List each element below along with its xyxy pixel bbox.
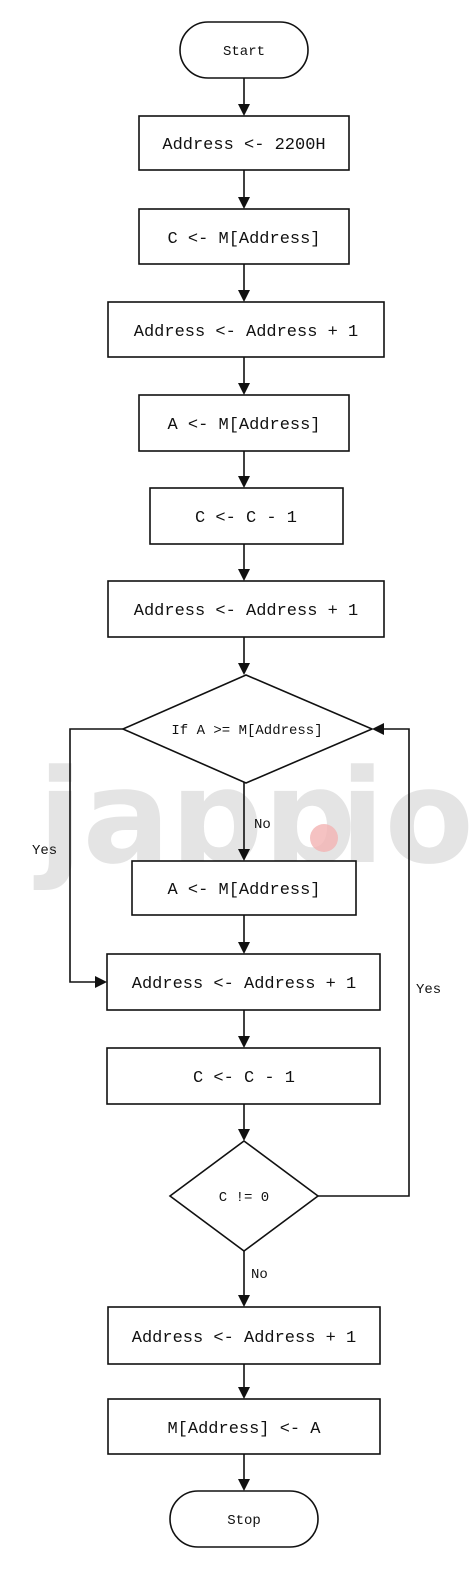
terminal-shape xyxy=(179,21,309,79)
watermark-text-io: io xyxy=(340,741,474,893)
decision-d2: C != 0 xyxy=(168,1140,320,1252)
node-n6-label: Address <- Address + 1 xyxy=(134,602,358,621)
decision-diamond xyxy=(121,674,375,784)
edge-label-d1-yes: Yes xyxy=(32,843,57,859)
arrowhead xyxy=(238,663,250,675)
node-start-label: Start xyxy=(223,44,265,60)
node-n3: Address <- Address + 1 xyxy=(107,301,385,358)
decision-d2-label: C != 0 xyxy=(219,1190,269,1206)
process-box xyxy=(138,115,350,171)
arrowhead xyxy=(238,1129,250,1141)
arrowhead xyxy=(372,723,384,735)
process-box xyxy=(131,860,357,916)
node-stop: Stop xyxy=(169,1490,319,1548)
arrowhead xyxy=(238,1479,250,1491)
arrowhead xyxy=(238,1387,250,1399)
node-stop-label: Stop xyxy=(227,1513,261,1529)
node-n6: Address <- Address + 1 xyxy=(107,580,385,638)
edge-label-d2-yes: Yes xyxy=(416,982,441,998)
process-box xyxy=(138,394,350,452)
node-n2: C <- M[Address] xyxy=(138,208,350,265)
process-box xyxy=(107,301,385,358)
node-n9: C <- C - 1 xyxy=(106,1047,381,1105)
node-n4: A <- M[Address] xyxy=(138,394,350,452)
process-box xyxy=(107,1306,381,1365)
node-n5: C <- C - 1 xyxy=(149,487,344,545)
node-n8: Address <- Address + 1 xyxy=(106,953,381,1011)
edge-d1-yes xyxy=(69,728,123,983)
arrowhead xyxy=(238,104,250,116)
watermark-dot xyxy=(310,824,338,852)
node-n3-label: Address <- Address + 1 xyxy=(134,323,358,342)
arrowhead xyxy=(95,976,107,988)
node-n1: Address <- 2200H xyxy=(138,115,350,171)
node-n1-label: Address <- 2200H xyxy=(162,136,325,155)
node-n8-label: Address <- Address + 1 xyxy=(132,975,356,994)
arrowhead xyxy=(238,383,250,395)
node-n7-label: A <- M[Address] xyxy=(167,881,320,900)
process-box xyxy=(107,580,385,638)
node-n4-label: A <- M[Address] xyxy=(167,416,320,435)
decision-d1: If A >= M[Address] xyxy=(121,674,375,784)
node-n11: M[Address] <- A xyxy=(107,1398,381,1455)
arrowhead xyxy=(238,476,250,488)
process-box xyxy=(106,953,381,1011)
process-box xyxy=(107,1398,381,1455)
arrowhead xyxy=(238,290,250,302)
node-n5-label: C <- C - 1 xyxy=(195,509,297,528)
node-n7: A <- M[Address] xyxy=(131,860,357,916)
process-box xyxy=(138,208,350,265)
arrowhead xyxy=(238,1036,250,1048)
arrowhead xyxy=(238,569,250,581)
arrowhead xyxy=(238,849,250,861)
edge-label-d1-no: No xyxy=(254,817,271,833)
connectors xyxy=(69,78,410,1491)
node-n11-label: M[Address] <- A xyxy=(167,1420,321,1439)
edge-d2-yes xyxy=(318,728,410,1197)
terminal-shape xyxy=(169,1490,319,1548)
decision-diamond xyxy=(168,1140,320,1252)
arrowhead xyxy=(238,942,250,954)
edge-label-d2-no: No xyxy=(251,1267,268,1283)
node-n10-label: Address <- Address + 1 xyxy=(132,1329,356,1348)
node-n10: Address <- Address + 1 xyxy=(107,1306,381,1365)
node-n9-label: C <- C - 1 xyxy=(193,1069,295,1088)
arrowhead xyxy=(238,197,250,209)
process-box xyxy=(106,1047,381,1105)
node-start: Start xyxy=(179,21,309,79)
process-box xyxy=(149,487,344,545)
arrowhead xyxy=(238,1295,250,1307)
decision-d1-label: If A >= M[Address] xyxy=(171,723,322,739)
node-n2-label: C <- M[Address] xyxy=(167,230,320,249)
